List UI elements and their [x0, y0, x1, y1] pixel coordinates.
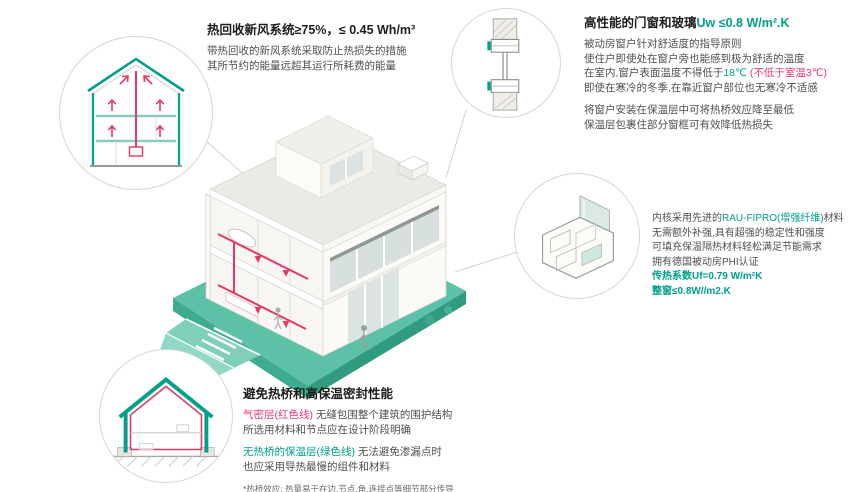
profile-line-3: 可填充保温隔热材料轻松满足节能需求: [652, 242, 822, 253]
ventilation-text-block: 热回收新风系统≥75%，≤ 0.45 Wh/m³ 带热回收的新风系统采取防止热损…: [207, 22, 475, 73]
profile-u-value: 传热系数Uf=0.79 W/m²K: [652, 271, 763, 282]
thermal-line-1: 气密层(红色线) 无缝包围整个建筑的围护结构: [243, 408, 588, 423]
house-3d-cutaway-illustration: [160, 115, 466, 399]
windows-title: 高性能的门窗和玻璃Uw ≤0.8 W/m².K: [584, 15, 860, 31]
leader-line-window-section: [445, 109, 467, 179]
rooftop-unit: [397, 155, 429, 181]
thermal-line-3-text: 无法避免渗漏点时: [355, 446, 442, 458]
thermal-title: 避免热桥和高保温密封性能: [243, 387, 394, 401]
profile-brand-name: RAU-FIPRO(增强纤维): [722, 213, 824, 224]
windows-line-3-temperature: 18℃: [723, 67, 747, 79]
ventilation-line-1: 带热回收的新风系统采取防止热损失的措施: [207, 45, 407, 57]
profile-line-4: 拥有德国被动房PHI认证: [652, 256, 759, 268]
garden-stairs: [195, 326, 243, 362]
thermal-text-block: 避免热桥和高保温密封性能 气密层(红色线) 无缝包围整个建筑的围护结构 所选用材…: [243, 386, 588, 492]
thermal-bridge-footnote: *热桥效应: 热量易于在边,节点,角,连接点等细节部分传导: [243, 484, 454, 492]
thermal-line-3: 无热桥的保温层(绿色线) 无法避免渗漏点时: [243, 445, 588, 460]
cut-wall-edge: [205, 193, 211, 301]
insulation-layer-walls: [123, 411, 209, 453]
windows-title-text: 高性能的门窗和玻璃: [584, 16, 697, 30]
thermal-line-2: 所选用材料和节点应在设计阶段明确: [243, 423, 411, 436]
profile-text-block: 内核采用先进的RAU-FIPRO(增强纤维)材料 无需额外补强,具有超强的稳定性…: [652, 212, 864, 299]
ventilation-ducts: [217, 233, 309, 330]
leader-line-ventilation: [206, 141, 249, 179]
glass-doors: [348, 267, 399, 344]
insulation-layer-roof: [118, 377, 214, 419]
glazed-facade: [322, 191, 447, 357]
profile-window-u-value: 整窗≤0.8W//m2.K: [652, 285, 731, 297]
ventilation-title: 热回收新风系统≥75%，≤ 0.45 Wh/m³: [207, 23, 416, 37]
window-profile-drawing: [541, 194, 615, 279]
window-profile-vignette: [514, 173, 640, 299]
people-figures: [273, 307, 370, 350]
window-section-drawing: [487, 18, 520, 111]
windows-line-4: 即使在寒冷的冬季,在靠近窗户部位也无寒冷不适感: [584, 81, 818, 94]
penthouse-block: [275, 115, 374, 199]
thermal-line-1-text: 无缝包围整个建筑的围护结构: [313, 409, 453, 421]
windows-line-3-condition: (不低于室温3℃): [746, 67, 827, 79]
windows-line-3: 在室内,窗户表面温度不得低于18℃ (不低于室温3℃): [584, 66, 860, 81]
thermal-envelope-vignette: [99, 349, 233, 483]
ventilation-line-2: 其所节约的能量远超其运行所耗费的能量: [207, 59, 396, 72]
ventilation-riser: [128, 71, 144, 157]
windows-line-5: 将窗户安装在保温层中可将热桥效应降至最低: [584, 104, 794, 116]
windows-line-2: 使住户即使处在窗户旁也能感到极为舒适的温度: [584, 52, 805, 65]
window-installation-vignette: [451, 8, 561, 118]
thermal-envelope-drawing: [111, 377, 221, 467]
airtight-layer-label: 气密层(红色线): [243, 409, 313, 421]
profile-line-1-text: 内核采用先进的: [652, 213, 722, 224]
windows-line-6: 保温层包裹住部分窗框可有效降低热损失: [584, 118, 773, 131]
shrubs: [425, 306, 452, 325]
interior-cutaway: [209, 195, 324, 357]
airtight-layer-line: [129, 385, 203, 451]
insulation-layer-label: 无热桥的保温层(绿色线): [243, 446, 355, 458]
profile-line-1-suffix: 材料: [823, 213, 844, 224]
person-inside: [273, 307, 283, 330]
leader-line-profile: [454, 251, 518, 273]
windows-line-1: 被动房窗户针对舒适度的指导原则: [584, 38, 742, 50]
supply-air-arrows: [254, 256, 290, 328]
profile-line-1: 内核采用先进的RAU-FIPRO(增强纤维)材料: [652, 212, 864, 227]
profile-line-2: 无需额外补强,具有超强的稳定性和强度: [652, 227, 825, 239]
airflow-arrows: [107, 75, 165, 137]
person-outside: [358, 325, 370, 350]
kitchen-counter: [225, 291, 259, 318]
ventilation-section-vignette: [59, 36, 213, 190]
windows-text-block: 高性能的门窗和玻璃Uw ≤0.8 W/m².K 被动房窗户针对舒适度的指导原则 …: [584, 15, 860, 132]
windows-title-metric: Uw ≤0.8 W/m².K: [696, 16, 790, 30]
thermal-line-4: 也应采用导热最慢的组件和材料: [243, 460, 390, 473]
windows-line-3-text: 在室内,窗户表面温度不得低于: [584, 67, 724, 79]
